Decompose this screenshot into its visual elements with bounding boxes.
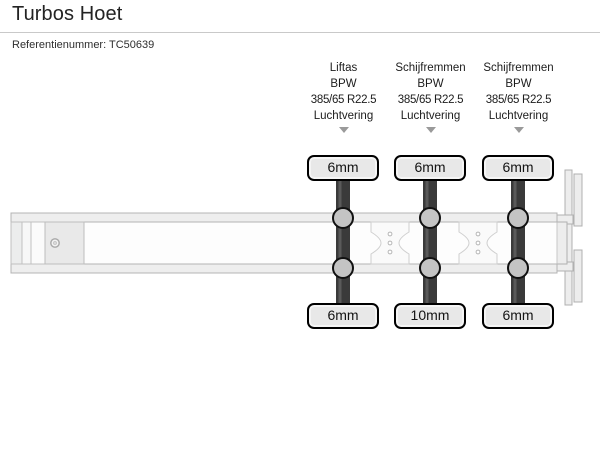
axle-3-brand: BPW <box>505 78 532 90</box>
page-header: Turbos Hoet <box>0 0 600 33</box>
axle-2-tyre-size: 385/65 R22.5 <box>397 94 464 106</box>
axle-3-labels: Schijfremmen BPW 385/65 R22.5 Luchtverin… <box>471 60 566 133</box>
rear-underrun-structure <box>552 169 583 306</box>
suspension-hanger-2 <box>458 221 498 265</box>
axle-1-type: Liftas <box>329 62 358 74</box>
axle-3-tread-top-badge: 6mm <box>482 155 554 181</box>
axle-1-tread-top-badge: 6mm <box>307 155 379 181</box>
axle-2-hub-left <box>419 207 441 229</box>
axle-3-suspension: Luchtvering <box>488 110 549 122</box>
axle-1-marker-triangle-icon <box>338 127 349 133</box>
axle-1-labels: Liftas BPW 385/65 R22.5 Luchtvering <box>296 60 391 133</box>
axle-2-hub-right <box>419 257 441 279</box>
axle-1-suspension: Luchtvering <box>313 110 374 122</box>
axle-3-hub-left <box>507 207 529 229</box>
chassis-body <box>10 212 558 274</box>
reference-number: Referentienummer: TC50639 <box>12 39 155 51</box>
page-title: Turbos Hoet <box>12 3 123 25</box>
axle-1-hub-left <box>332 207 354 229</box>
axle-1-tyre-size: 385/65 R22.5 <box>310 94 377 106</box>
axle-1-hub-right <box>332 257 354 279</box>
axle-1-tread-bottom-badge: 6mm <box>307 303 379 329</box>
suspension-hanger-1 <box>370 221 410 265</box>
axle-2-graphic <box>419 168 441 313</box>
kingpin-section <box>10 221 85 265</box>
axle-3-tyre-size: 385/65 R22.5 <box>485 94 552 106</box>
axle-2-marker-triangle-icon <box>425 127 436 133</box>
axle-3-hub-right <box>507 257 529 279</box>
axle-2-tread-top-badge: 6mm <box>394 155 466 181</box>
axle-2-brand: BPW <box>417 78 444 90</box>
axle-3-tread-bottom-badge: 6mm <box>482 303 554 329</box>
axle-1-brand: BPW <box>330 78 357 90</box>
axle-2-type: Schijfremmen <box>395 62 466 74</box>
axle-3-type: Schijfremmen <box>483 62 554 74</box>
axle-1-graphic <box>332 168 354 313</box>
axle-3-marker-triangle-icon <box>513 127 524 133</box>
axle-3-graphic <box>507 168 529 313</box>
axle-2-labels: Schijfremmen BPW 385/65 R22.5 Luchtverin… <box>383 60 478 133</box>
kingpin-icon <box>50 238 60 248</box>
axle-2-tread-bottom-badge: 10mm <box>394 303 466 329</box>
axle-2-suspension: Luchtvering <box>400 110 461 122</box>
